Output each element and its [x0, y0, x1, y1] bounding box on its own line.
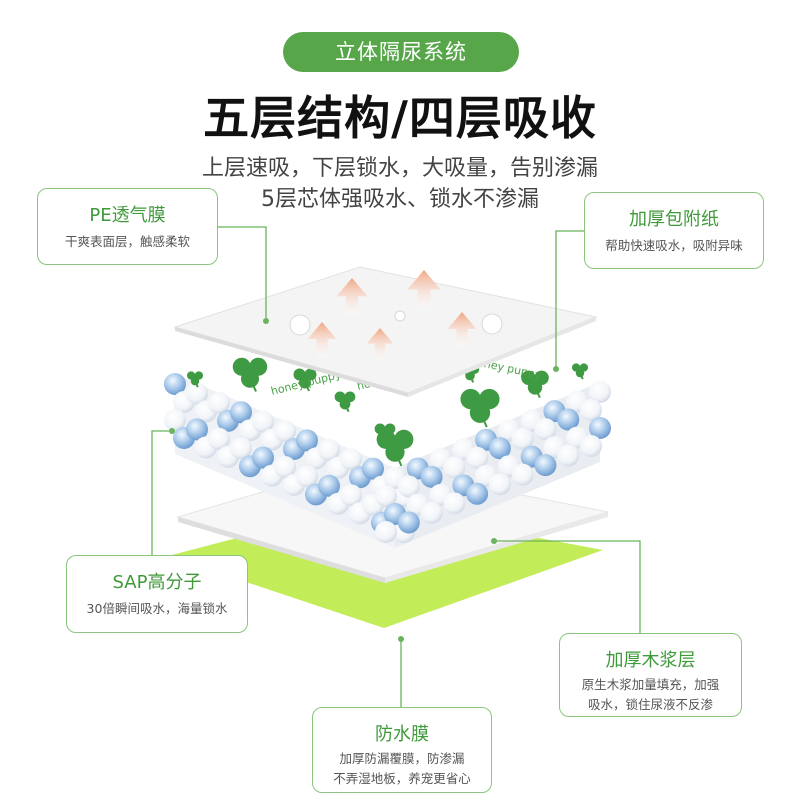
- callout-pe-desc: 干爽表面层，触感柔软: [64, 234, 190, 249]
- callout-pulp-title: 加厚木浆层: [605, 650, 696, 671]
- callout-wrap-paper: 加厚包附纸 帮助快速吸水，吸附异味: [584, 192, 764, 269]
- leader-dot-wp: [398, 636, 404, 642]
- callout-wood-pulp: 加厚木浆层 原生木浆加量填充，加强 吸水，锁住尿液不反渗: [559, 633, 742, 717]
- callout-wp-desc-1: 加厚防漏覆膜，防渗漏: [339, 751, 465, 766]
- page-title: 五层结构/四层吸收: [203, 91, 597, 145]
- callout-pulp-desc-2: 吸水，锁住尿液不反渗: [587, 697, 713, 712]
- absorb-arrows: [307, 270, 477, 361]
- sap-core-layer: [164, 321, 611, 548]
- leader-dot-top: [553, 366, 559, 372]
- subtitle-line-2: 5层芯体强吸水、锁水不渗漏: [261, 187, 539, 212]
- callout-waterproof: 防水膜 加厚防漏覆膜，防渗漏 不弄湿地板，养宠更省心: [312, 707, 492, 793]
- pe-film-layer: [173, 266, 598, 397]
- callout-pulp-desc-1: 原生木浆加量填充，加强: [581, 677, 720, 692]
- callout-pe-title: PE透气膜: [89, 205, 166, 226]
- callout-top-desc: 帮助快速吸水，吸附异味: [605, 238, 743, 253]
- callout-sap: SAP高分子 30倍瞬间吸水，海量锁水: [66, 555, 248, 633]
- callout-top-title: 加厚包附纸: [629, 209, 719, 230]
- leader-dot-sap: [169, 428, 175, 434]
- subtitle-line-1: 上层速吸，下层锁水，大吸量，告别渗漏: [201, 156, 598, 181]
- system-badge: 立体隔尿系统: [283, 32, 519, 72]
- callout-pe-film: PE透气膜 干爽表面层，触感柔软: [37, 188, 218, 265]
- callout-sap-desc: 30倍瞬间吸水，海量锁水: [86, 601, 228, 616]
- leader-dot-pe: [263, 318, 269, 324]
- callout-sap-title: SAP高分子: [112, 572, 202, 593]
- callout-wp-title: 防水膜: [375, 724, 429, 745]
- leader-dot-pulp: [491, 538, 497, 544]
- callout-wp-desc-2: 不弄湿地板，养宠更省心: [333, 771, 471, 786]
